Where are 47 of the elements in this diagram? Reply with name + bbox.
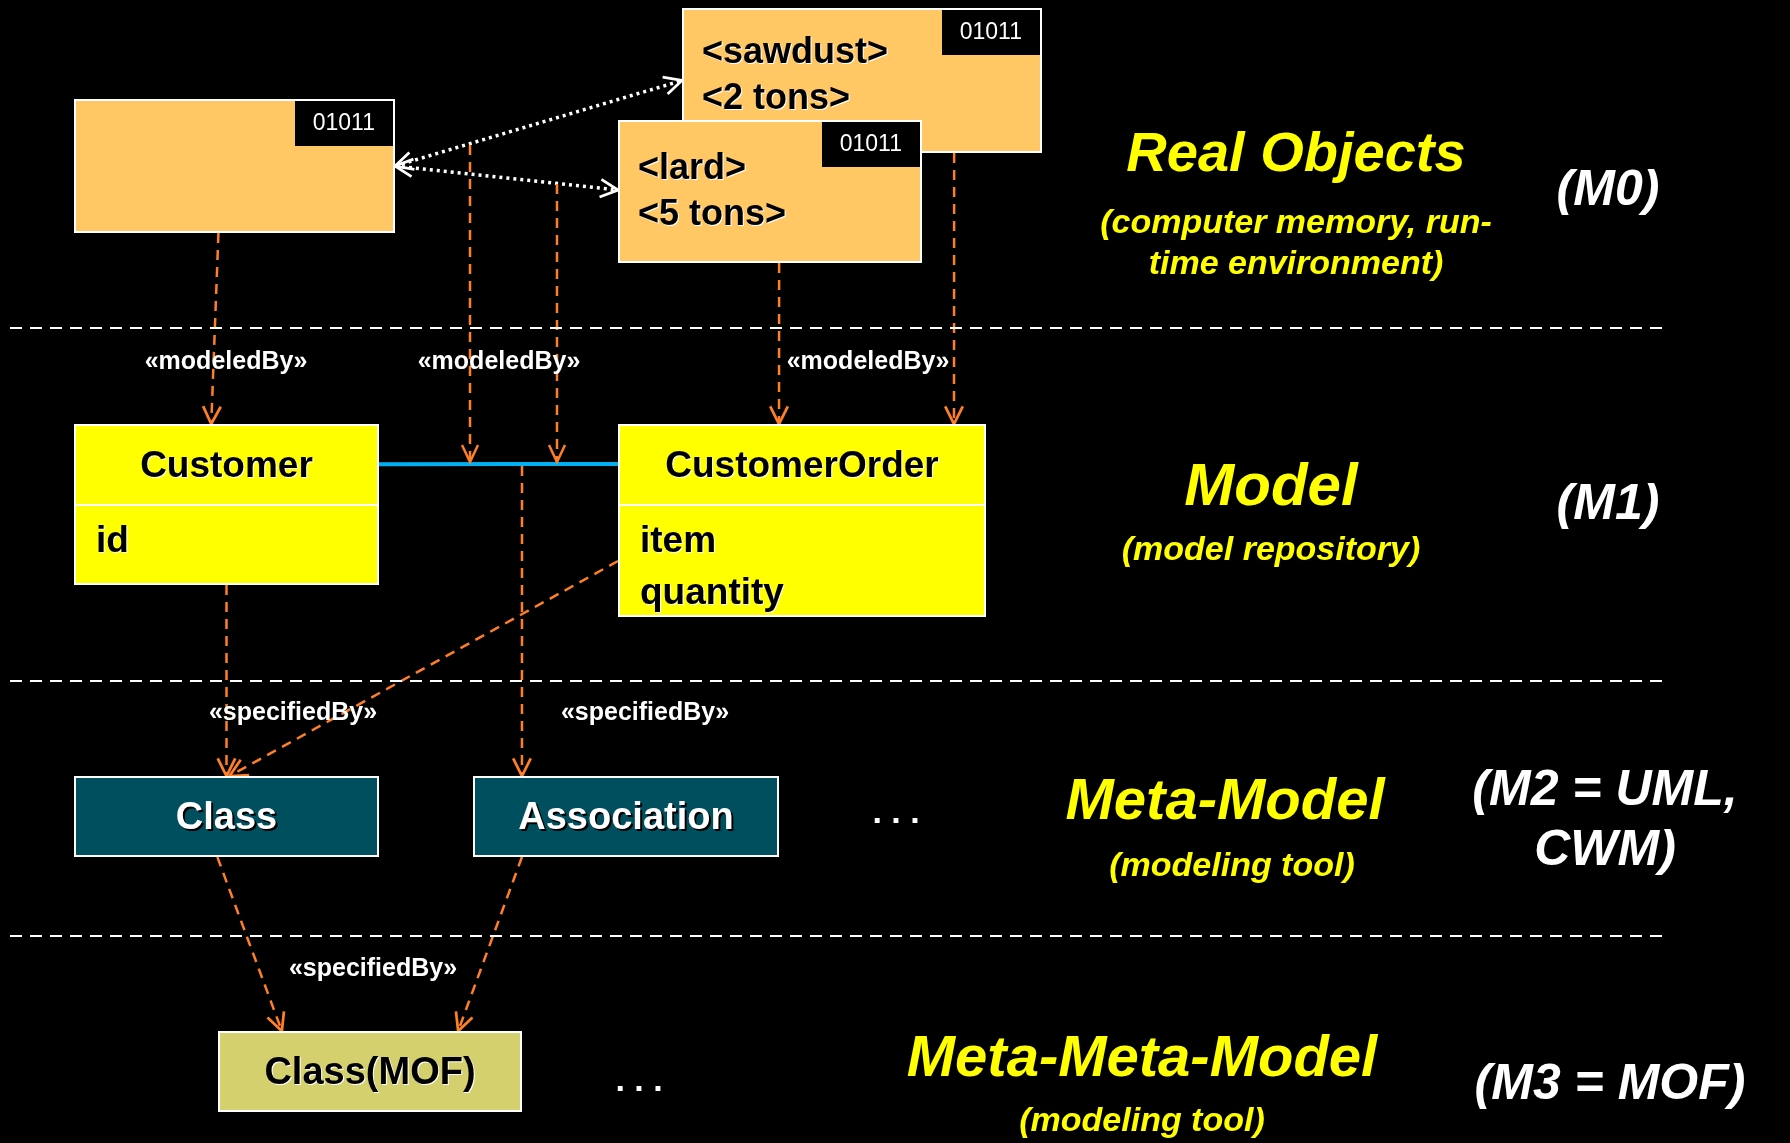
id-tag: 01011 xyxy=(941,10,1040,55)
object-label: <sawdust> <2 tons> xyxy=(702,29,890,119)
class-name: Class xyxy=(174,794,279,839)
level-label: (M3 = MOF) xyxy=(1474,1053,1746,1112)
dependency-arrow xyxy=(228,559,619,778)
class-name: Association xyxy=(517,794,735,839)
dependency-arrow xyxy=(943,153,965,426)
layer-subtitle: (modeling tool) xyxy=(1109,843,1355,885)
level-label: (M2 = UML, CWM) xyxy=(1471,759,1739,878)
stereotype-label: «modeledBy» xyxy=(417,345,581,375)
class-box xyxy=(618,424,986,617)
dependency-arrow xyxy=(768,263,790,426)
layer-title: Model xyxy=(1184,450,1358,520)
class-name: Customer xyxy=(76,426,377,506)
dependency-arrow xyxy=(216,856,286,1033)
layer-subtitle: (modeling tool) xyxy=(1019,1098,1265,1140)
object-label: <lard> <5 tons> xyxy=(638,145,788,235)
level-label: (M0) xyxy=(1556,159,1660,218)
class-name: CustomerOrder xyxy=(620,426,984,506)
dependency-arrow xyxy=(216,585,237,778)
attribute-list: id xyxy=(76,506,377,574)
object-box xyxy=(618,120,922,263)
metaclass-box xyxy=(74,776,379,857)
stereotype-label: «specifiedBy» xyxy=(560,696,730,726)
ellipsis: . . . xyxy=(615,1058,663,1100)
id-tag: 01011 xyxy=(294,101,393,146)
stereotype-label: «modeledBy» xyxy=(786,345,950,375)
layer-subtitle: (model repository) xyxy=(1121,527,1421,569)
mof-class-box xyxy=(218,1031,522,1112)
layer-title: Real Objects xyxy=(1126,119,1466,186)
stereotype-label: «specifiedBy» xyxy=(288,952,458,982)
object-box xyxy=(74,99,395,233)
class-box xyxy=(74,424,379,585)
metaclass-box xyxy=(473,776,779,857)
ellipsis: . . . xyxy=(872,790,920,832)
layer-subtitle: (computer memory, run-time environment) xyxy=(1099,201,1493,283)
stereotype-label: «specifiedBy» xyxy=(208,696,378,726)
dependency-arrow xyxy=(201,232,223,426)
dependency-arrow xyxy=(511,466,533,778)
attribute-list: item quantity xyxy=(620,506,850,626)
dependency-arrow xyxy=(454,856,524,1033)
level-label: (M1) xyxy=(1556,473,1660,532)
layer-title: Meta-Model xyxy=(1065,765,1385,834)
stereotype-label: «modeledBy» xyxy=(144,345,308,375)
id-tag: 01011 xyxy=(821,122,920,167)
layer-title: Meta-Meta-Model xyxy=(906,1022,1378,1091)
class-name: Class(MOF) xyxy=(263,1049,477,1094)
